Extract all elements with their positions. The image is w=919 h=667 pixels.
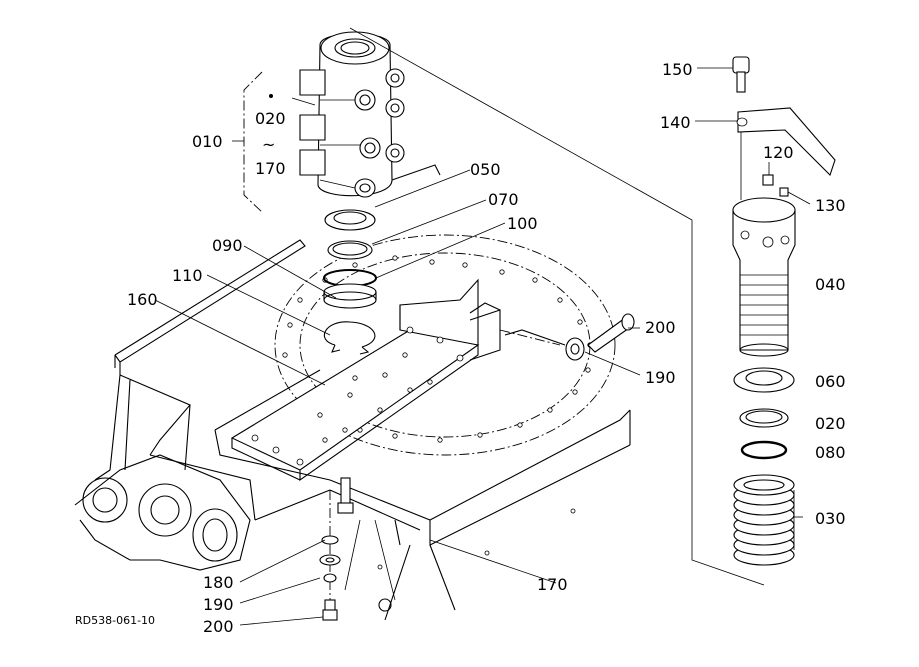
callout-labels: 010 020 ~ 170 050 070 100 090 110 160 20…: [75, 60, 846, 636]
lower-bolt-stack: [319, 477, 354, 621]
label-020-right: 020: [815, 414, 846, 433]
label-160: 160: [127, 290, 158, 309]
rotary-joint-assembly: [299, 31, 441, 198]
label-200-right: 200: [645, 318, 676, 337]
ring-bolt-holes: [282, 255, 593, 443]
label-130: 130: [815, 196, 846, 215]
label-050: 050: [470, 160, 501, 179]
label-140: 140: [660, 113, 691, 132]
label-190-bottom: 190: [203, 595, 234, 614]
label-100: 100: [507, 214, 538, 233]
spindle-grooves: [740, 274, 788, 336]
mounting-plate: [230, 278, 501, 482]
label-070: 070: [488, 190, 519, 209]
label-040: 040: [815, 275, 846, 294]
seal-kit-030: [733, 474, 795, 566]
swing-bearing-ring: [274, 234, 616, 456]
label-200-bottom: 200: [203, 617, 234, 636]
label-030: 030: [815, 509, 846, 528]
label-110: 110: [172, 266, 203, 285]
label-190-right: 190: [645, 368, 676, 387]
label-010: 010: [192, 132, 223, 151]
label-170-top: 170: [255, 159, 286, 178]
pin-190-200: [499, 313, 635, 361]
leader-lines: [154, 67, 811, 626]
label-180: 180: [203, 573, 234, 592]
label-020-top: 020: [255, 109, 286, 128]
label-170-bottom: 170: [537, 575, 568, 594]
label-090: 090: [212, 236, 243, 255]
swivel-exploded-column: [349, 27, 836, 586]
label-range-tilde: ~: [262, 135, 275, 154]
label-060: 060: [815, 372, 846, 391]
chassis-frame: [74, 239, 631, 621]
label-150: 150: [662, 60, 693, 79]
label-080: 080: [815, 443, 846, 462]
drawing-code: RD538-061-10: [75, 614, 155, 627]
label-120: 120: [763, 143, 794, 162]
group-bracket-010: [243, 71, 263, 213]
seal-stack: [323, 209, 377, 355]
